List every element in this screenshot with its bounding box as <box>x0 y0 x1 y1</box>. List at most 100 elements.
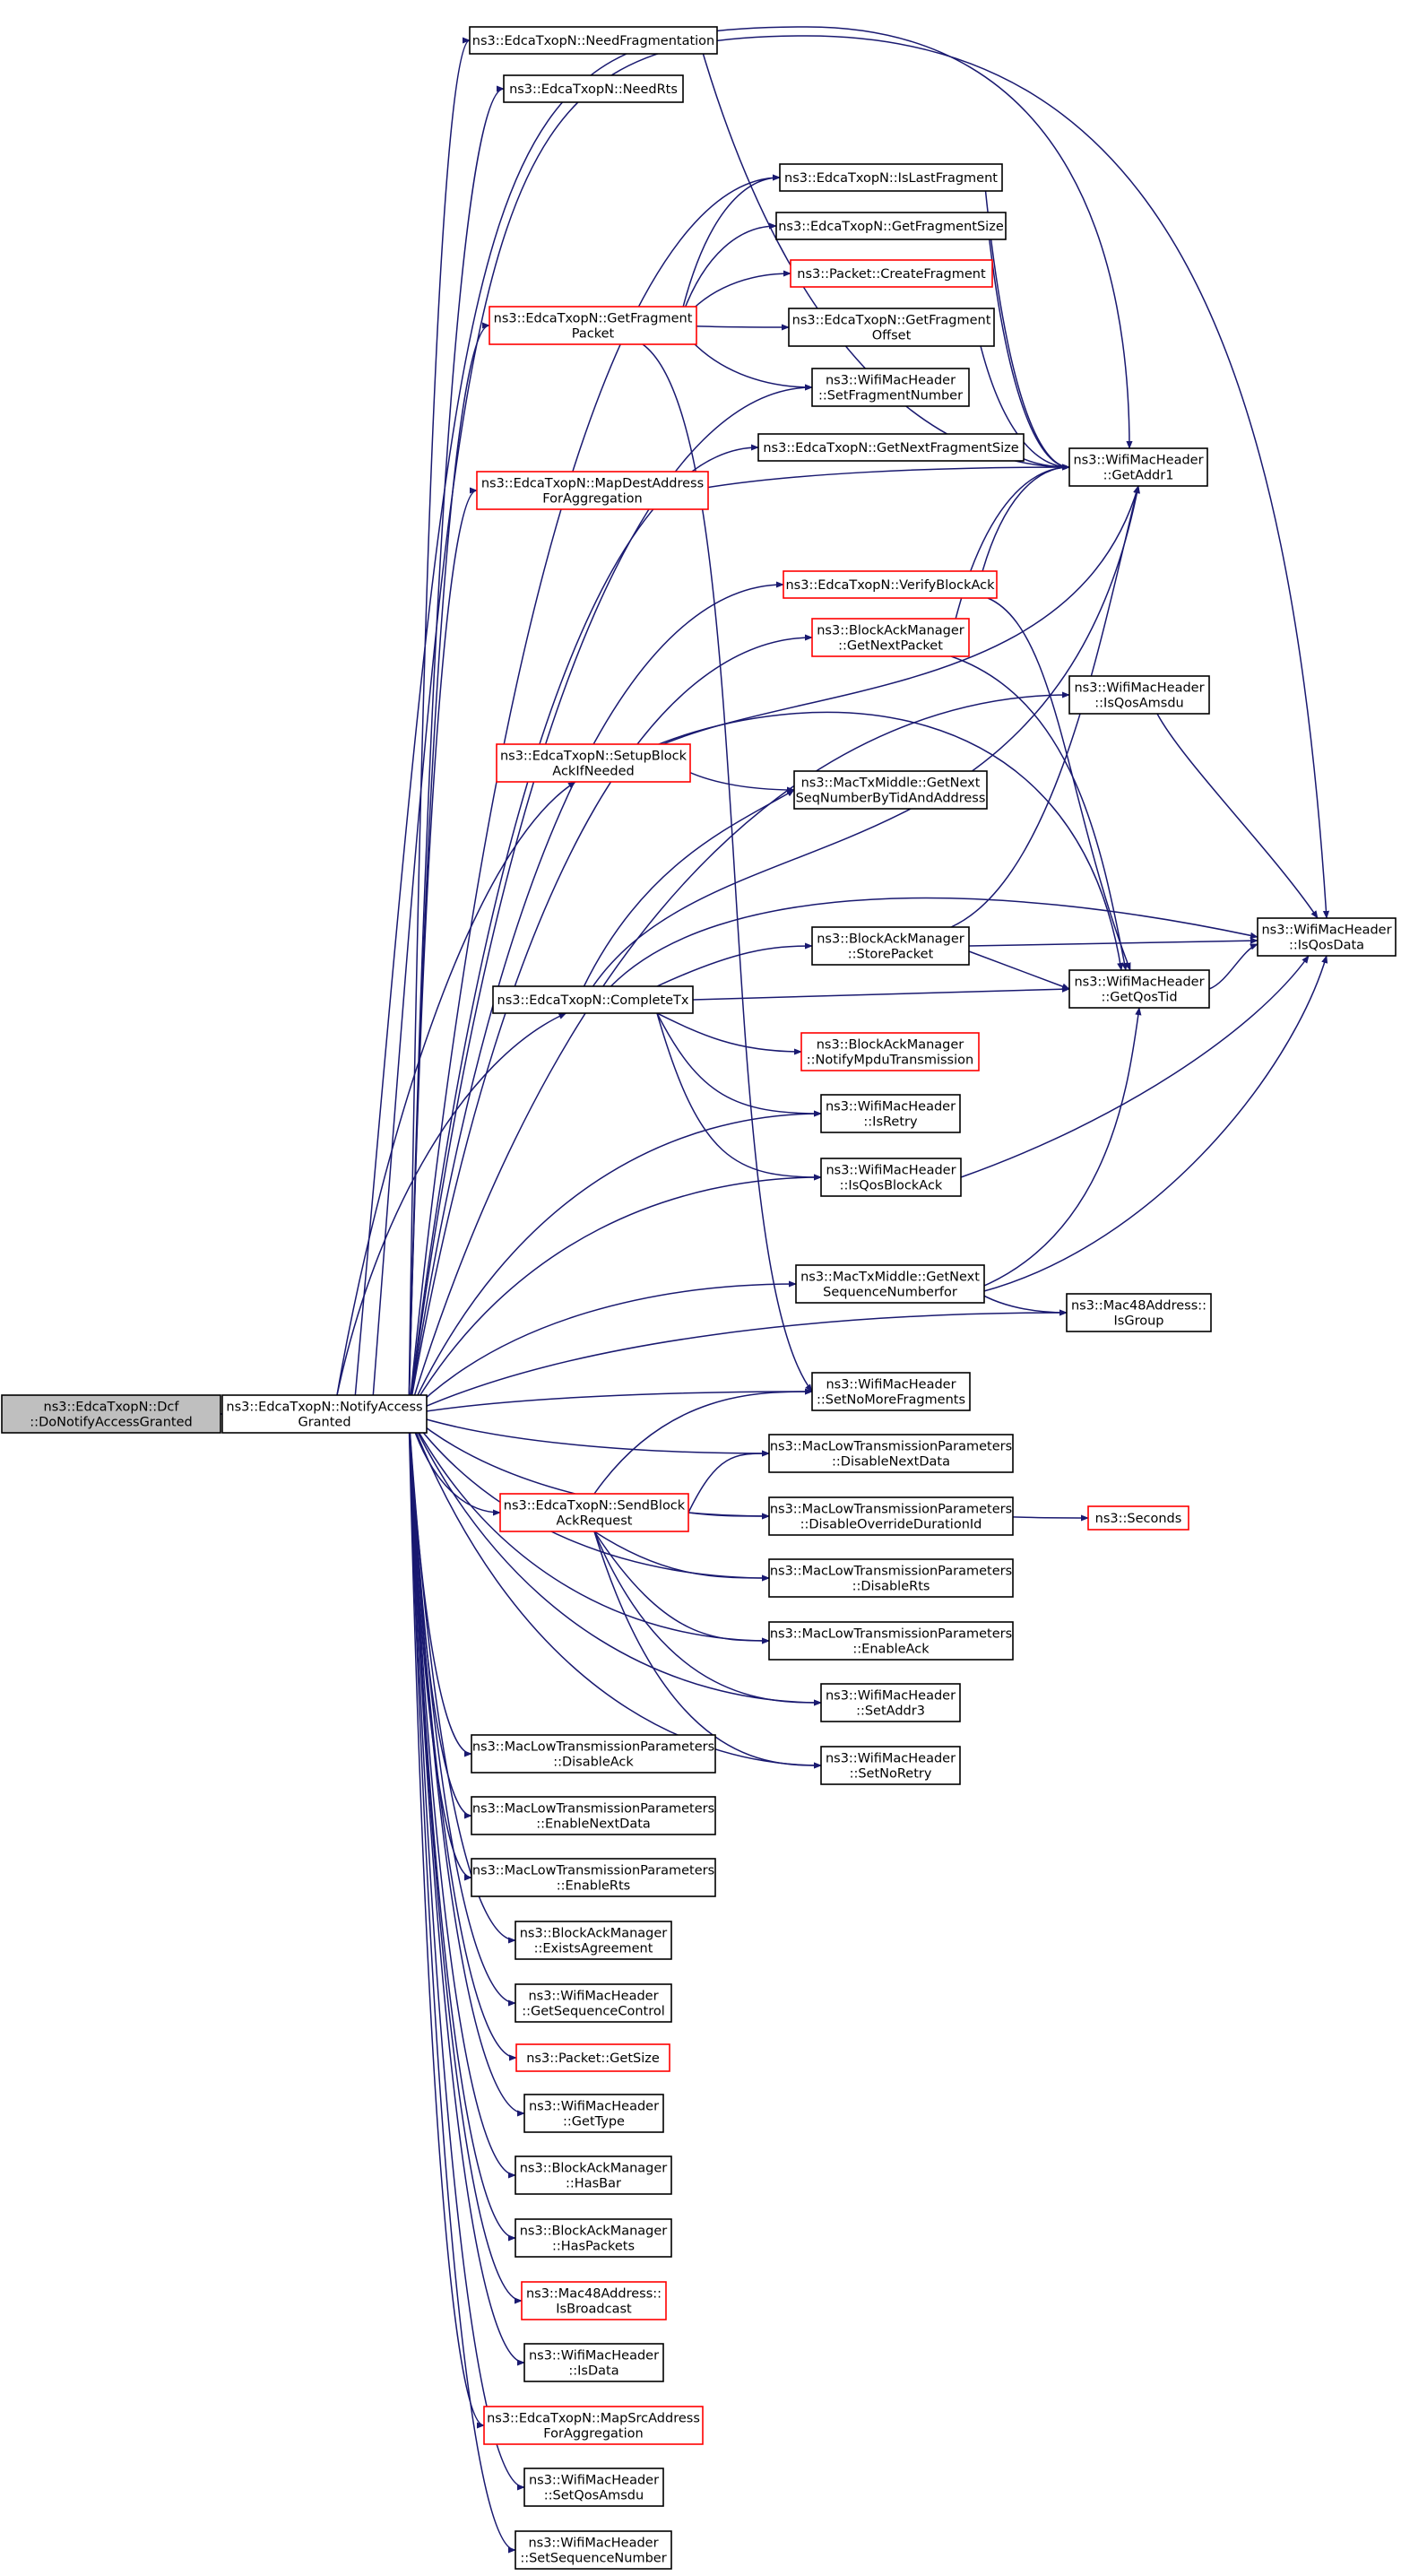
node-enableRts[interactable]: ns3::MacLowTransmissionParameters::Enabl… <box>471 1858 716 1897</box>
edge-completeTx-to-getNextSeqTid <box>583 789 795 987</box>
node-label-line: ::GetType <box>563 2115 625 2129</box>
node-box <box>820 1094 961 1133</box>
node-verifyBA[interactable]: ns3::EdcaTxopN::VerifyBlockAck <box>783 570 998 599</box>
node-enableAck[interactable]: ns3::MacLowTransmissionParameters::Enabl… <box>768 1621 1014 1661</box>
edge-completeTx-to-storePacket <box>656 942 813 987</box>
node-notifyMpdu[interactable]: ns3::BlockAckManager::NotifyMpduTransmis… <box>800 1032 980 1071</box>
edge-nag-to-disableNextData <box>408 1413 770 1457</box>
node-label-line: ns3::WifiMacHeader <box>826 374 956 388</box>
node-getNextSeqTid[interactable]: ns3::MacTxMiddle::GetNextSeqNumberByTidA… <box>793 770 988 810</box>
node-label-line: Packet <box>572 327 615 342</box>
node-label-line: ns3::WifiMacHeader <box>826 1378 956 1392</box>
node-seconds[interactable]: ns3::Seconds <box>1087 1505 1189 1531</box>
node-label-line: ns3::Mac48Address:: <box>526 2287 662 2302</box>
node-getNextSeqFor[interactable]: ns3::MacTxMiddle::GetNextSequenceNumberf… <box>795 1264 985 1304</box>
node-disableOverride[interactable]: ns3::MacLowTransmissionParameters::Disab… <box>768 1496 1014 1536</box>
node-isQosAmsdu[interactable]: ns3::WifiMacHeader::IsQosAmsdu <box>1068 675 1210 715</box>
node-box <box>471 1796 716 1835</box>
node-label-line: ::EnableNextData <box>536 1817 651 1832</box>
node-label-line: ::GetQosTid <box>1101 991 1177 1005</box>
node-disableAck[interactable]: ns3::MacLowTransmissionParameters::Disab… <box>471 1734 716 1774</box>
node-box <box>515 2530 672 2570</box>
node-createFrag[interactable]: ns3::Packet::CreateFragment <box>790 259 993 288</box>
node-mapDest[interactable]: ns3::EdcaTxopN::MapDestAddressForAggrega… <box>476 471 709 510</box>
node-isLastFrag[interactable]: ns3::EdcaTxopN::IsLastFragment <box>779 163 1003 192</box>
edge-completeTx-to-notifyMpdu <box>656 1012 802 1055</box>
edge-getNextSeqFor-to-getQosTid <box>947 1007 1142 1299</box>
node-box <box>783 570 998 599</box>
node-getNextPacket[interactable]: ns3::BlockAckManager::GetNextPacket <box>811 618 970 657</box>
node-isGroup[interactable]: ns3::Mac48Address::IsGroup <box>1066 1293 1212 1332</box>
node-box <box>471 1734 716 1774</box>
node-existsAgreement[interactable]: ns3::BlockAckManager::ExistsAgreement <box>515 1921 672 1960</box>
node-label-line: ns3::BlockAckManager <box>817 1038 964 1053</box>
node-box <box>489 306 697 345</box>
node-box <box>523 2094 664 2133</box>
edge-verifyBA-to-getQosTid <box>987 597 1131 971</box>
node-getFragSize[interactable]: ns3::EdcaTxopN::GetFragmentSize <box>775 212 1007 240</box>
node-label-line: ns3::WifiMacHeader <box>1073 454 1203 468</box>
node-label-line: ::DisableOverrideDurationId <box>800 1518 982 1532</box>
node-disableRts[interactable]: ns3::MacLowTransmissionParameters::Disab… <box>768 1558 1014 1598</box>
node-needFrag[interactable]: ns3::EdcaTxopN::NeedFragmentation <box>469 26 718 55</box>
node-storePacket[interactable]: ns3::BlockAckManager::StorePacket <box>811 926 970 966</box>
node-needRts[interactable]: ns3::EdcaTxopN::NeedRts <box>503 74 684 103</box>
node-getQosTid[interactable]: ns3::WifiMacHeader::GetQosTid <box>1068 969 1210 1009</box>
node-getNextFragSize[interactable]: ns3::EdcaTxopN::GetNextFragmentSize <box>757 433 1025 462</box>
node-isData[interactable]: ns3::WifiMacHeader::IsData <box>523 2343 664 2382</box>
node-isBroadcast[interactable]: ns3::Mac48Address::IsBroadcast <box>521 2281 667 2320</box>
node-setNoMoreFrag[interactable]: ns3::WifiMacHeader::SetNoMoreFragments <box>811 1372 971 1411</box>
node-root[interactable]: ns3::EdcaTxopN::Dcf::DoNotifyAccessGrant… <box>1 1394 221 1434</box>
edge-nag-to-setSeqNum <box>408 1413 516 2554</box>
node-setQosAmsdu[interactable]: ns3::WifiMacHeader::SetQosAmsdu <box>523 2468 664 2507</box>
node-isQosBA[interactable]: ns3::WifiMacHeader::IsQosBlockAck <box>820 1158 962 1197</box>
node-mapSrc[interactable]: ns3::EdcaTxopN::MapSrcAddressForAggregat… <box>483 2406 704 2445</box>
node-getSeqCtrl[interactable]: ns3::WifiMacHeader::GetSequenceControl <box>515 1983 672 2023</box>
node-label-line: ForAggregation <box>543 2427 643 2442</box>
node-label-line: ns3::BlockAckManager <box>520 1927 668 1941</box>
node-label-line: ns3::MacLowTransmissionParameters <box>770 1440 1012 1454</box>
node-box <box>768 1496 1014 1536</box>
node-hasBar[interactable]: ns3::BlockAckManager::HasBar <box>515 2155 672 2195</box>
node-label-line: ns3::MacLowTransmissionParameters <box>770 1565 1012 1579</box>
node-label-line: Offset <box>872 329 912 343</box>
node-label-line: ::IsRetry <box>863 1115 918 1130</box>
edge-nag-to-isQosBA <box>408 1174 822 1415</box>
edges <box>203 26 1330 2554</box>
node-getType[interactable]: ns3::WifiMacHeader::GetType <box>523 2094 664 2133</box>
node-label-line: ns3::WifiMacHeader <box>528 1990 658 2004</box>
node-isQosData[interactable]: ns3::WifiMacHeader::IsQosData <box>1257 917 1397 957</box>
node-hasPackets[interactable]: ns3::BlockAckManager::HasPackets <box>515 2218 672 2258</box>
node-box <box>811 618 970 657</box>
node-label-line: ns3::EdcaTxopN::MapDestAddress <box>481 477 704 491</box>
node-enableNextData[interactable]: ns3::MacLowTransmissionParameters::Enabl… <box>471 1796 716 1835</box>
node-setSeqNum[interactable]: ns3::WifiMacHeader::SetSequenceNumber <box>515 2530 672 2570</box>
node-getSize[interactable]: ns3::Packet::GetSize <box>515 2043 670 2072</box>
node-disableNextData[interactable]: ns3::MacLowTransmissionParameters::Disab… <box>768 1434 1014 1473</box>
node-getAddr1[interactable]: ns3::WifiMacHeader::GetAddr1 <box>1068 447 1208 487</box>
node-nag[interactable]: ns3::EdcaTxopN::NotifyAccessGranted <box>221 1394 428 1434</box>
node-label-line: ns3::WifiMacHeader <box>529 2349 659 2364</box>
node-isRetry[interactable]: ns3::WifiMacHeader::IsRetry <box>820 1094 961 1133</box>
node-setFragNum[interactable]: ns3::WifiMacHeader::SetFragmentNumber <box>811 368 970 407</box>
node-box <box>1068 969 1210 1009</box>
node-label-line: ns3::EdcaTxopN::SetupBlock <box>500 750 688 764</box>
node-setNoRetry[interactable]: ns3::WifiMacHeader::SetNoRetry <box>820 1746 961 1785</box>
node-label-line: ns3::WifiMacHeader <box>529 2474 659 2488</box>
node-completeTx[interactable]: ns3::EdcaTxopN::CompleteTx <box>492 985 694 1014</box>
edge-storePacket-to-getAddr1 <box>950 485 1140 928</box>
node-box <box>795 1264 985 1304</box>
edge-nag-to-setNoMoreFrag <box>408 1388 813 1415</box>
node-label-line: ns3::MacLowTransmissionParameters <box>770 1503 1012 1517</box>
node-setAddr3[interactable]: ns3::WifiMacHeader::SetAddr3 <box>820 1683 961 1722</box>
node-box <box>515 1921 672 1960</box>
node-label-line: ::GetNextPacket <box>838 639 943 654</box>
edge-getQosTid-to-isQosData <box>1208 943 1258 990</box>
edge-nag-to-isGroup <box>408 1309 1068 1415</box>
node-label-line: ns3::Mac48Address:: <box>1071 1299 1206 1314</box>
edge-nag-to-setNoRetry <box>408 1413 822 1769</box>
